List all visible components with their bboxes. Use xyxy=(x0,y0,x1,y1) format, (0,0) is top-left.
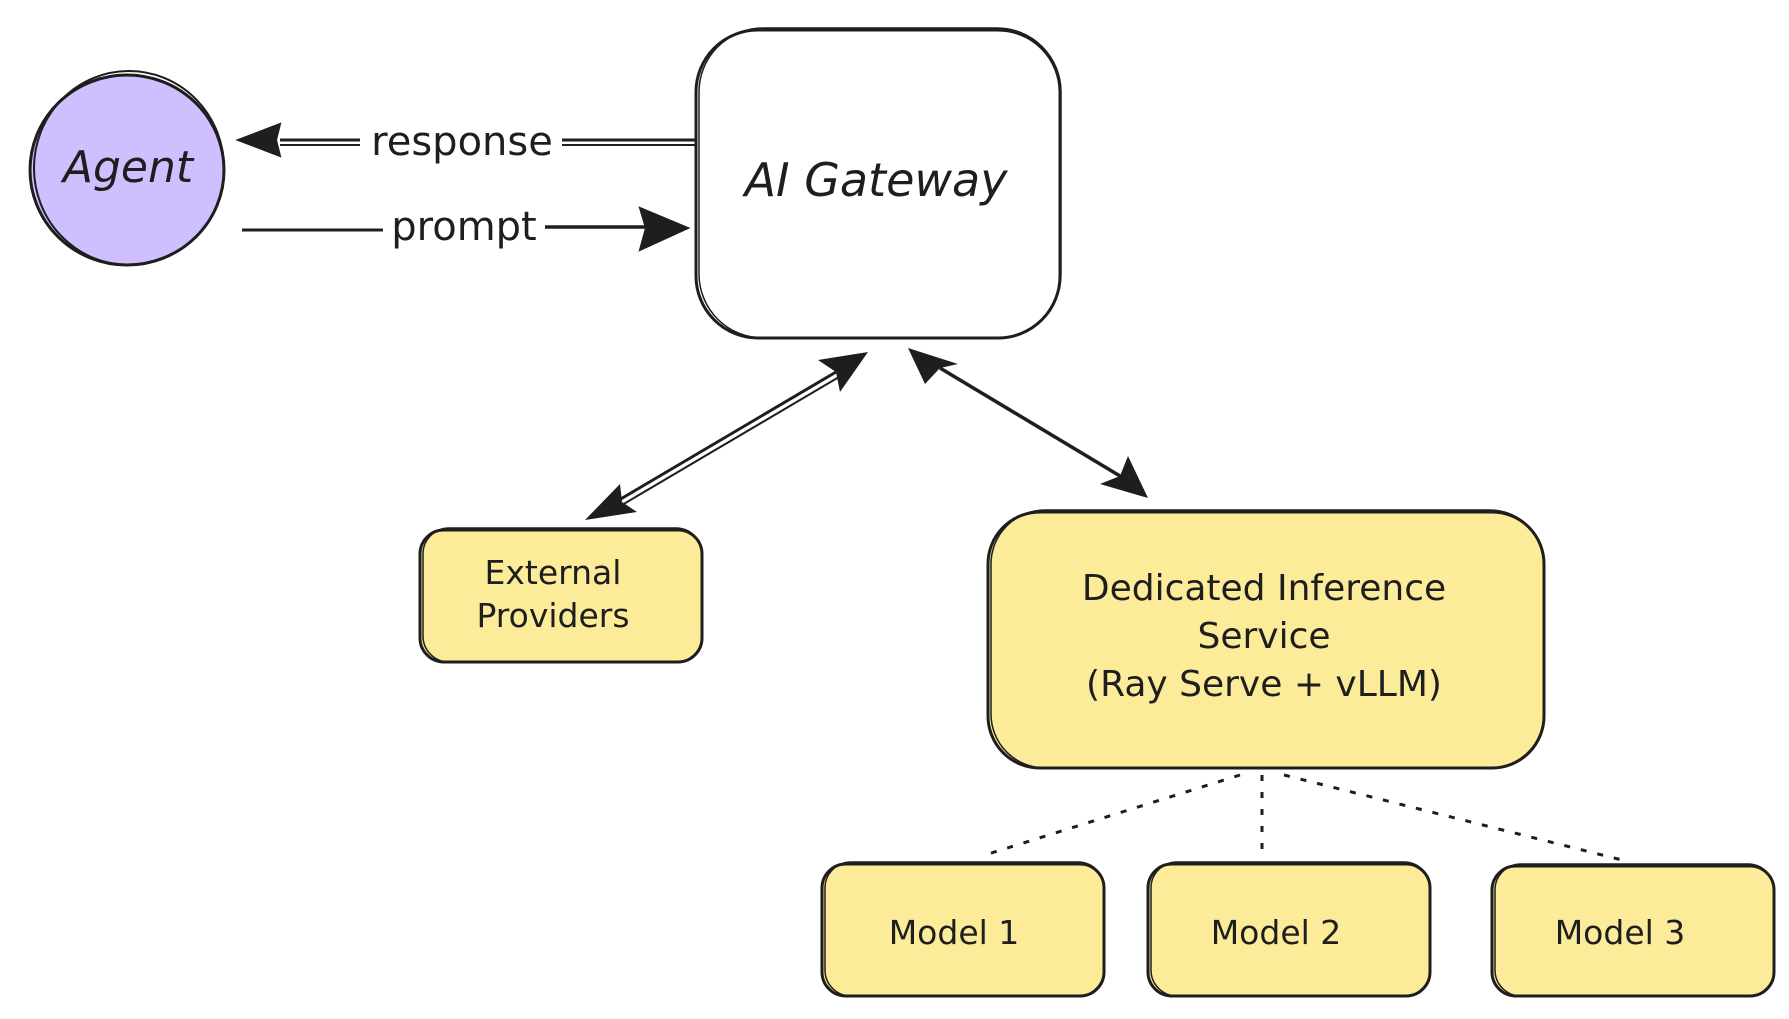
external-providers-node[interactable]: External Providers xyxy=(418,527,704,664)
inference-arrowhead-bottom xyxy=(1100,456,1148,498)
model-1-node[interactable]: Model 1 xyxy=(820,861,1106,998)
external-arrowhead-bottom xyxy=(585,484,637,520)
model-links xyxy=(984,773,1623,862)
inference-arrowhead-top xyxy=(908,348,958,384)
response-arrowhead xyxy=(235,122,282,158)
agent-label: Agent xyxy=(60,142,195,193)
model-3-label: Model 3 xyxy=(1555,913,1686,952)
model-2-label: Model 2 xyxy=(1211,913,1342,952)
inference-edge xyxy=(908,348,1148,498)
prompt-edge: prompt xyxy=(242,204,691,252)
model-1-label: Model 1 xyxy=(889,913,1020,952)
agent-node[interactable]: Agent xyxy=(28,70,226,267)
prompt-label: prompt xyxy=(391,204,536,250)
gateway-node[interactable]: AI Gateway xyxy=(694,27,1062,340)
response-label: response xyxy=(371,119,553,165)
model-2-node[interactable]: Model 2 xyxy=(1146,861,1432,998)
prompt-arrowhead xyxy=(638,206,691,252)
inference-label-line3: (Ray Serve + vLLM) xyxy=(1086,664,1442,705)
external-edge xyxy=(585,352,868,520)
external-label-line1: External xyxy=(485,553,622,592)
inference-label-line2: Service xyxy=(1197,616,1330,657)
link-model-1 xyxy=(984,773,1241,857)
inference-label-line1: Dedicated Inference xyxy=(1082,568,1446,609)
response-edge: response xyxy=(235,119,695,165)
link-model-3 xyxy=(1283,773,1623,862)
external-label-line2: Providers xyxy=(476,596,629,635)
gateway-label: AI Gateway xyxy=(742,153,1009,207)
external-arrowhead-top xyxy=(818,352,868,392)
model-3-node[interactable]: Model 3 xyxy=(1490,863,1776,998)
inference-service-node[interactable]: Dedicated Inference Service (Ray Serve +… xyxy=(986,509,1546,770)
